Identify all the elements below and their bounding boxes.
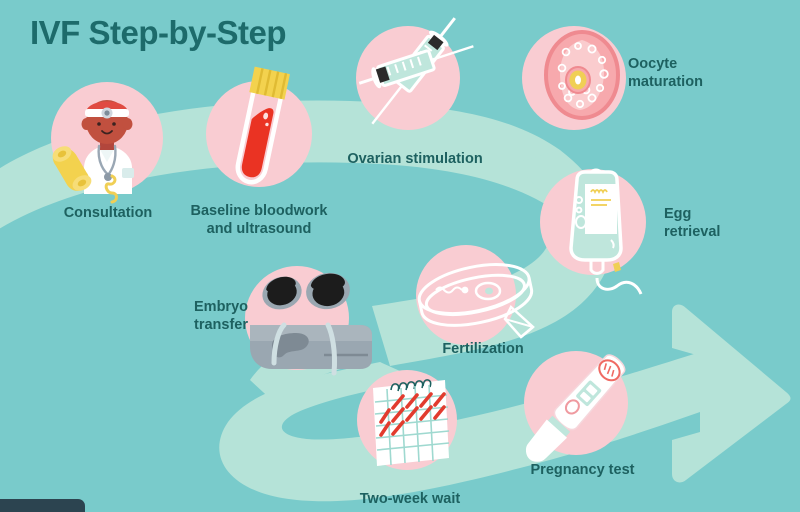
- step-label-oocyte-maturation: Oocyte maturation: [628, 56, 703, 90]
- step-label-baseline-bloodwork: Baseline bloodwork and ultrasound: [190, 203, 328, 237]
- step-icon-baseline-bloodwork: [199, 63, 319, 195]
- step-icon-embryo-transfer: [232, 263, 377, 398]
- watermark-bar: [0, 499, 85, 512]
- step-label-embryo-transfer: Embryo transfer: [194, 299, 248, 333]
- step-label-two-week-wait: Two-week wait: [359, 491, 461, 507]
- step-icon-consultation: [42, 76, 172, 208]
- step-icon-oocyte-maturation: [518, 18, 638, 138]
- step-icon-two-week-wait: [345, 362, 475, 492]
- step-label-consultation: Consultation: [63, 205, 153, 221]
- step-label-ovarian-stimulation: Ovarian stimulation: [347, 151, 483, 167]
- step-icon-ovarian-stimulation: [338, 8, 478, 148]
- page-title: IVF Step-by-Step: [30, 14, 287, 51]
- step-label-egg-retrieval: Egg retrieval: [664, 206, 721, 240]
- step-icon-pregnancy-test: [518, 345, 653, 480]
- step-label-fertilization: Fertilization: [442, 341, 524, 357]
- step-label-pregnancy-test: Pregnancy test: [530, 462, 635, 478]
- step-icon-fertilization: [413, 245, 548, 365]
- step-icon-egg-retrieval: [533, 160, 663, 300]
